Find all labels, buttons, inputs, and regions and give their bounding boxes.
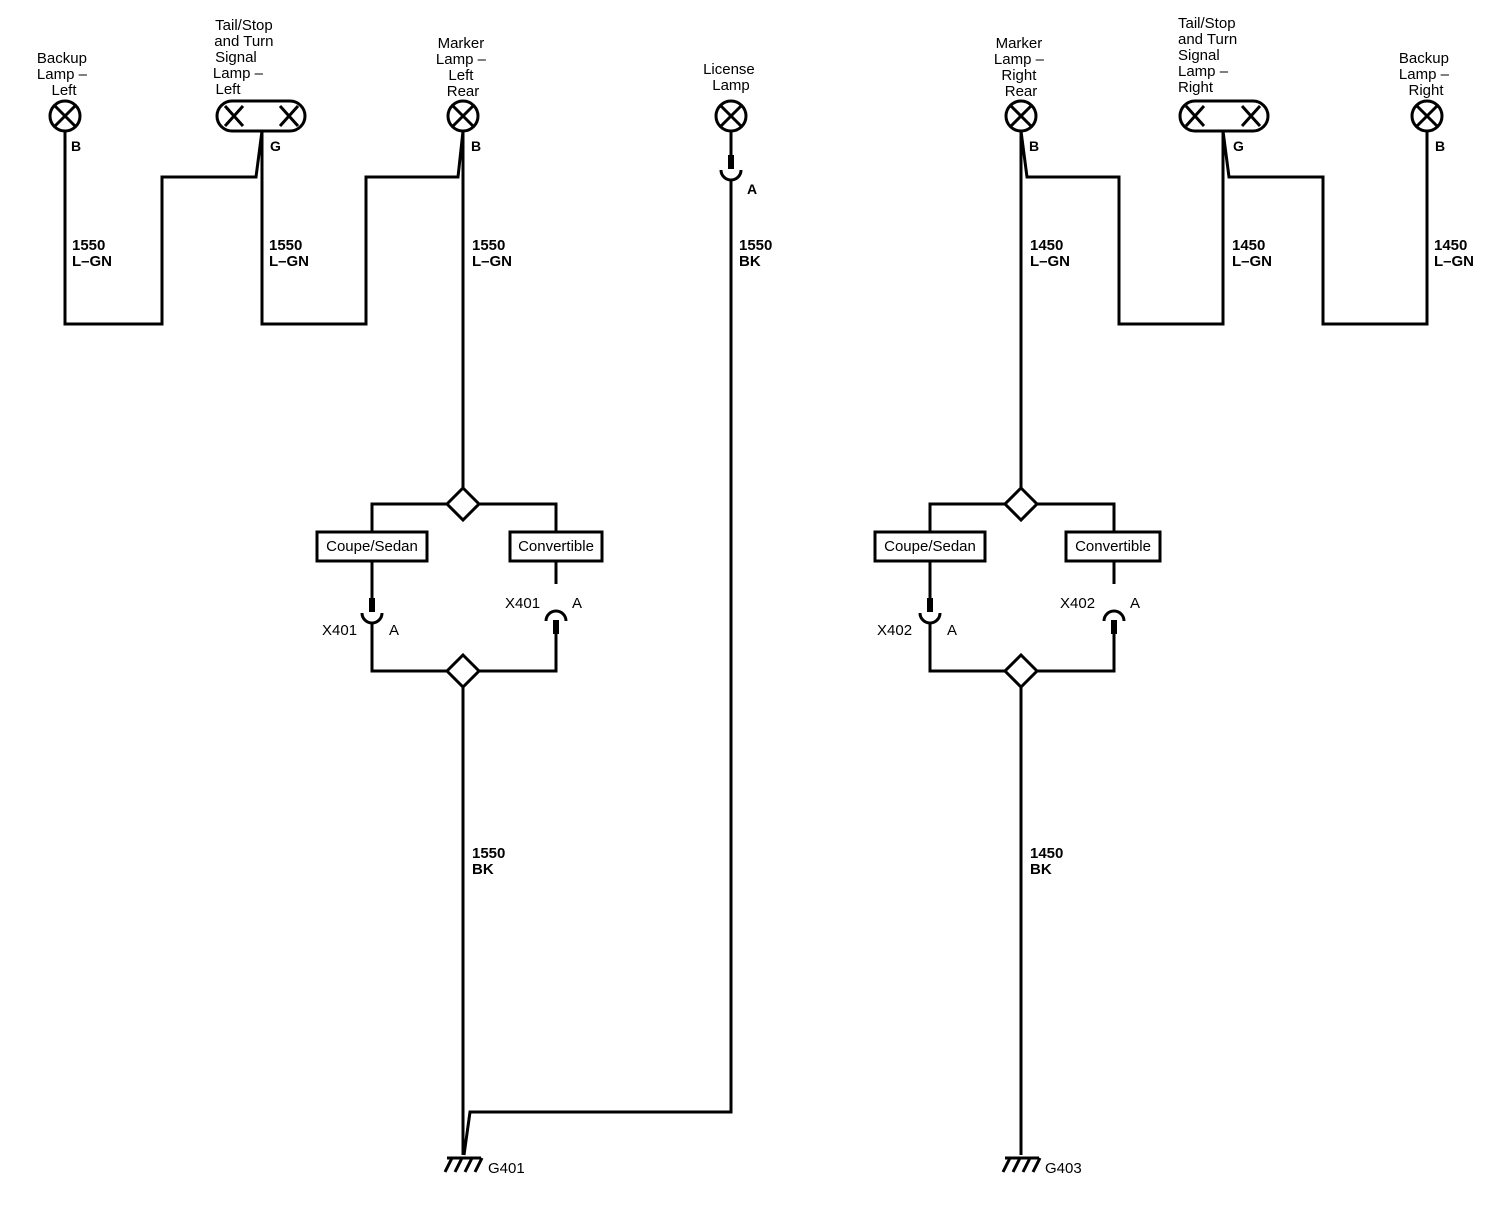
tail-stop-turn-lamp-left-icon — [215, 99, 307, 133]
pin-label-backup-right: B — [1435, 138, 1445, 154]
connector-name-right-coupe: X402 — [877, 622, 912, 639]
marker-lamp-left-rear-icon — [446, 99, 480, 133]
pin-label-tail-left: G — [270, 138, 281, 154]
option-box-right-coupe — [873, 530, 987, 563]
splice-diamond-right-top — [1002, 485, 1040, 523]
ground-g403-icon — [1001, 1156, 1042, 1173]
option-label-right-convertible: Convertible — [1075, 538, 1151, 555]
connector-pin-right-coupe: A — [947, 622, 957, 639]
wire-label-ground-left: 1550 BK — [472, 845, 510, 878]
connector-name-right-convertible: X402 — [1060, 595, 1095, 612]
wire-label-backup-left: 1550 L–GN — [72, 237, 112, 270]
pin-label-license: A — [747, 181, 757, 197]
ground-label-left: G401 — [488, 1160, 525, 1177]
connector-name-left-coupe: X401 — [322, 622, 357, 639]
wire-label-license: 1550 BK — [739, 237, 777, 270]
tail-stop-turn-lamp-left-label: Tail/Stop and Turn Signal Lamp – Left — [213, 17, 278, 98]
ground-g401-icon — [443, 1156, 484, 1173]
wire-label-marker-left: 1550 L–GN — [472, 237, 512, 270]
backup-lamp-right-label: Backup Lamp – Right — [1399, 50, 1453, 99]
pin-label-marker-left: B — [471, 138, 481, 154]
left-lamp-wires — [63, 130, 465, 490]
backup-lamp-left-icon — [48, 99, 82, 133]
license-lamp-icon — [714, 99, 748, 133]
wire-label-backup-right: 1450 L–GN — [1434, 237, 1474, 270]
option-label-left-convertible: Convertible — [518, 538, 594, 555]
wire-label-tail-right: 1450 L–GN — [1232, 237, 1272, 270]
splice-diamond-left-top — [444, 485, 482, 523]
license-lamp-label: License Lamp — [703, 61, 759, 94]
ground-label-right: G403 — [1045, 1160, 1082, 1177]
connector-pin-left-coupe: A — [389, 622, 399, 639]
left-option-branch — [315, 485, 604, 1155]
tail-stop-turn-lamp-right-label: Tail/Stop and Turn Signal Lamp – Right — [1178, 15, 1241, 96]
pin-label-tail-right: G — [1233, 138, 1244, 154]
connector-name-left-convertible: X401 — [505, 595, 540, 612]
connector-pin-right-convertible: A — [1130, 595, 1140, 612]
wire-label-marker-right: 1450 L–GN — [1030, 237, 1070, 270]
marker-lamp-right-rear-icon — [1004, 99, 1038, 133]
wire-label-tail-left: 1550 L–GN — [269, 237, 309, 270]
right-lamp-wires — [1019, 130, 1429, 490]
pin-label-marker-right: B — [1029, 138, 1039, 154]
splice-diamond-left-bottom — [444, 652, 482, 690]
marker-lamp-left-rear-label: Marker Lamp – Left Rear — [436, 35, 490, 100]
license-lamp-wires — [462, 131, 743, 1156]
connector-pin-left-convertible: A — [572, 595, 582, 612]
backup-lamp-left-label: Backup Lamp – Left — [37, 50, 91, 99]
right-option-branch — [873, 485, 1162, 1155]
backup-lamp-right-icon — [1410, 99, 1444, 133]
pin-label-backup-left: B — [71, 138, 81, 154]
option-label-left-coupe: Coupe/Sedan — [326, 538, 418, 555]
marker-lamp-right-rear-label: Marker Lamp – Right Rear — [994, 35, 1048, 100]
tail-stop-turn-lamp-right-icon — [1178, 99, 1270, 133]
splice-diamond-right-bottom — [1002, 652, 1040, 690]
option-box-left-coupe — [315, 530, 429, 563]
option-label-right-coupe: Coupe/Sedan — [884, 538, 976, 555]
wire-label-ground-right: 1450 BK — [1030, 845, 1068, 878]
